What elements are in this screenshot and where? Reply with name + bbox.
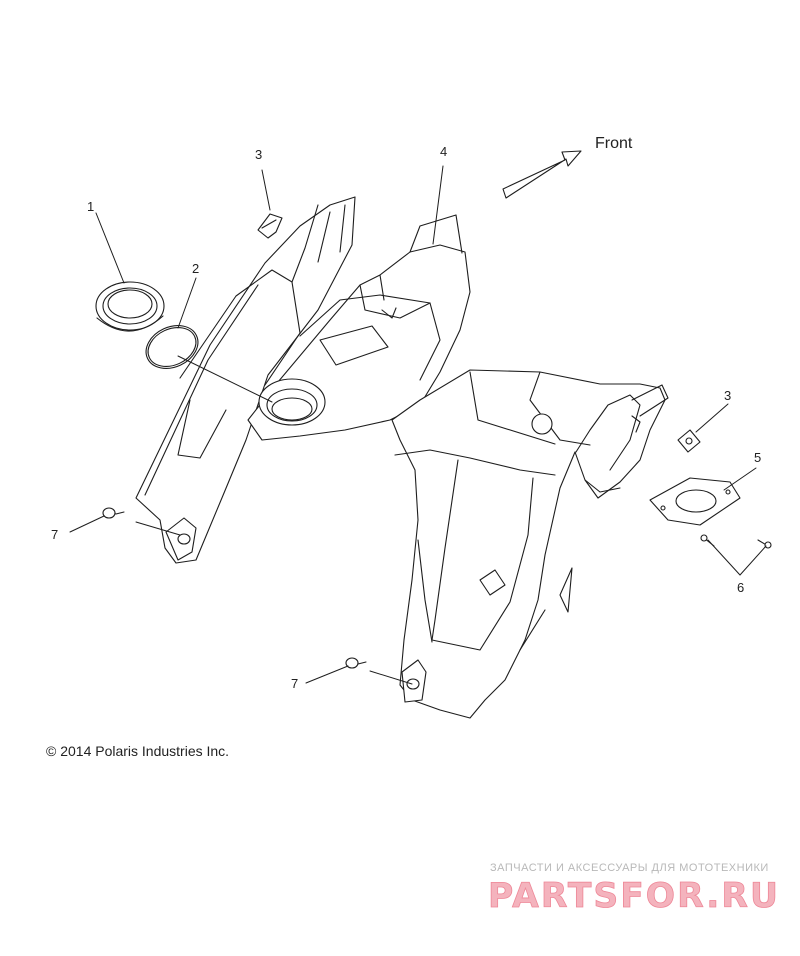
hood-panel [135,196,669,719]
callout-5: 5 [754,450,761,465]
callout-6: 6 [737,580,744,595]
leader-lines [69,165,767,685]
copyright-notice: © 2014 Polaris Industries Inc. [46,743,230,759]
callout-1: 1 [87,199,94,214]
bezel-ring [95,281,165,332]
clip-right [677,429,701,453]
front-arrow-icon [502,150,582,199]
callout-3-upper: 3 [255,147,262,162]
callout-7-left: 7 [51,527,58,542]
callout-4: 4 [440,144,447,159]
push-rivet-left [102,507,125,519]
callout-3-right: 3 [724,388,731,403]
front-label: Front [595,135,633,152]
callout-2: 2 [192,261,199,276]
watermark-tagline: ЗАПЧАСТИ И АКСЕССУАРЫ ДЛЯ МОТОТЕХНИКИ [490,862,769,874]
watermark-logo-text: PARTSFOR.RU [488,876,780,914]
cover-plate [649,477,741,526]
o-ring [145,325,199,369]
screw-pair [700,534,772,549]
clip-upper [257,213,283,239]
watermark-logo: PARTSFOR.RU [488,876,780,914]
push-rivet-bottom [345,657,367,669]
callout-7-bottom: 7 [291,676,298,691]
